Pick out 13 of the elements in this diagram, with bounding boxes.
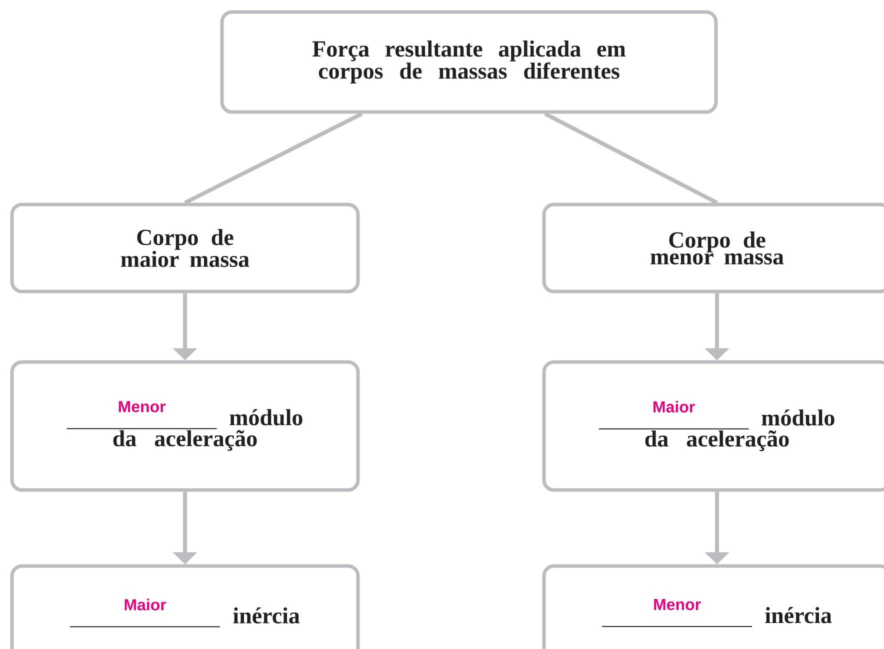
fill-in-box: Maior módulo da aceleração [542,360,884,492]
fill-in-box: Menor inércia [542,564,884,649]
answer-text: Maior [124,598,166,610]
fill-in-box: Maior inércia [10,564,360,649]
connector-line [184,112,363,205]
answer-text: Maior [654,400,695,413]
answer-text: Menor [654,599,701,610]
fill-in-box: Menor módulo da aceleração [10,360,360,492]
answer-text: Menor [118,401,166,412]
concept-box: Corpo de menor massa [542,202,884,294]
concept-box: Força resultante aplicada em corpos de massas diferentes [220,10,718,114]
connector-line [544,112,718,205]
concept-box: Corpo de maior massa [10,202,360,294]
